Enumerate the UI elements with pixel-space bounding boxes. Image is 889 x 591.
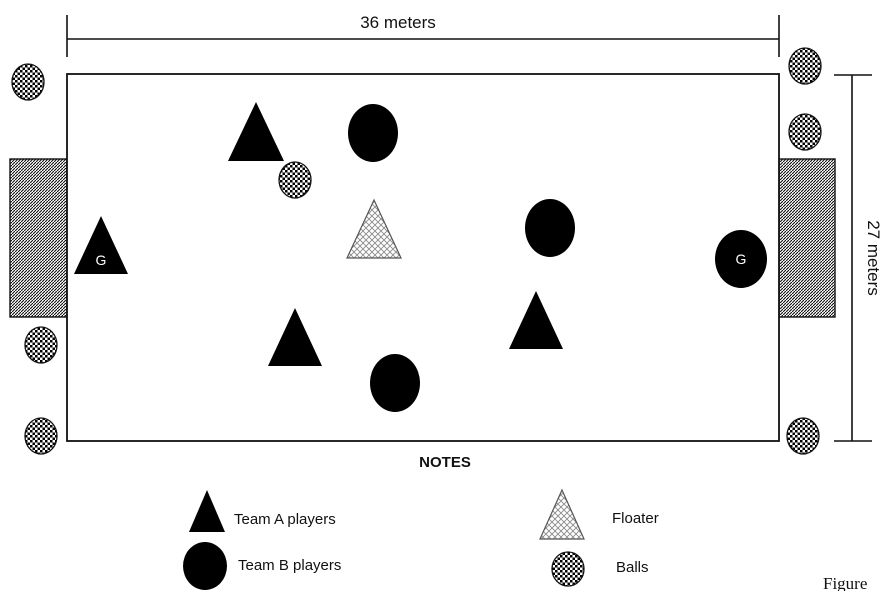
- goalkeeper-label: G: [96, 252, 107, 268]
- goalkeeper-label: G: [736, 251, 747, 267]
- ball: [788, 113, 822, 151]
- left-goal: [9, 158, 68, 318]
- legend-balls: Balls: [551, 551, 649, 587]
- legend-ball-icon: [551, 551, 585, 587]
- height-dimension: 27 meters: [834, 74, 883, 442]
- ball: [278, 161, 312, 199]
- legend-balls-label: Balls: [616, 559, 649, 576]
- floater-player: [346, 198, 402, 259]
- ball: [11, 63, 45, 101]
- legend-floater-icon: [539, 488, 585, 540]
- team-b-player: [525, 199, 575, 257]
- ball: [24, 417, 58, 455]
- figure-caption: Figure: [823, 574, 867, 591]
- legend-floater-label: Floater: [612, 510, 659, 527]
- team-a-player: [509, 291, 563, 349]
- legend-triangle-icon: [189, 490, 225, 532]
- legend-team-a-label: Team A players: [234, 511, 336, 528]
- width-label: 36 meters: [360, 13, 436, 32]
- height-label: 27 meters: [864, 220, 883, 296]
- legend-team-b-label: Team B players: [238, 557, 341, 574]
- team-a-player: [268, 308, 322, 366]
- team-a-goalkeeper: G: [74, 216, 128, 274]
- legend-floater: Floater: [539, 488, 659, 540]
- legend-team-b: Team B players: [183, 542, 341, 590]
- team-b-goalkeeper: G: [715, 230, 767, 288]
- playing-field: [66, 73, 780, 442]
- width-dimension: 36 meters: [66, 13, 780, 57]
- legend: Team A players Team B players Floater Ba…: [183, 488, 659, 590]
- team-b-player: [370, 354, 420, 412]
- team-b-player: [348, 104, 398, 162]
- legend-oval-icon: [183, 542, 227, 590]
- ball: [788, 47, 822, 85]
- ball: [24, 326, 58, 364]
- legend-team-a: Team A players: [189, 490, 336, 532]
- ball: [786, 417, 820, 455]
- team-a-player: [228, 102, 284, 161]
- notes-heading: NOTES: [419, 454, 471, 471]
- right-goal: [778, 158, 836, 318]
